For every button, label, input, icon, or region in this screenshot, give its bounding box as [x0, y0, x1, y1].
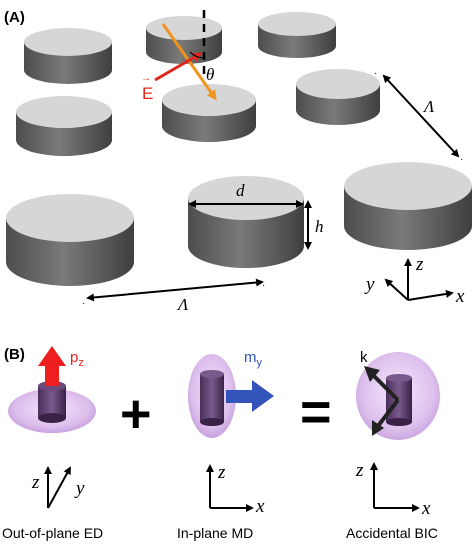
ed-axis-y-label: y	[74, 478, 85, 499]
axes-triad-md	[206, 464, 254, 512]
period-arrow-bottom	[86, 278, 264, 302]
angle-arc	[189, 51, 205, 59]
axes-triad-ed	[44, 466, 71, 509]
period-label-bottom: Λ	[176, 295, 189, 314]
ed-caption: Out-of-plane ED	[2, 525, 103, 541]
disk	[6, 194, 134, 286]
disk	[146, 16, 222, 64]
md-illustration	[188, 354, 274, 438]
bic-caption: Accidental BIC	[346, 525, 438, 541]
period-dot: ·	[262, 280, 265, 291]
angle-label: θ	[206, 65, 214, 84]
md-axis-z-label: z	[217, 462, 226, 483]
axis-y-label: y	[364, 274, 375, 295]
disk	[24, 28, 112, 84]
bic-wavevector-label: k	[360, 349, 368, 366]
disk	[258, 12, 336, 58]
disk	[344, 162, 472, 250]
field-vector-arrow-glyph: →	[141, 73, 151, 84]
bic-illustration	[356, 352, 440, 440]
disk	[296, 69, 380, 125]
panel-a-label: (A)	[4, 9, 25, 26]
period-label-top: Λ	[422, 97, 435, 116]
md-caption: In-plane MD	[177, 525, 253, 541]
md-axis-x-label: x	[255, 496, 265, 517]
axis-z-label: z	[415, 254, 424, 275]
period-dot: ·	[82, 298, 85, 309]
bic-axis-x-label: x	[421, 498, 431, 519]
disk	[188, 176, 304, 268]
ed-illustration	[8, 346, 96, 433]
ed-moment-label: pz	[70, 349, 84, 369]
height-label: h	[315, 217, 324, 236]
disk	[162, 84, 256, 142]
axes-triad-a	[384, 258, 454, 301]
ed-axis-z-label: z	[31, 472, 40, 493]
disk	[16, 96, 112, 156]
diameter-label: d	[236, 181, 245, 200]
axis-x-label: x	[455, 286, 465, 307]
plus-sign: +	[120, 384, 152, 444]
period-arrow-top	[382, 74, 460, 158]
md-moment-label: my	[244, 349, 263, 369]
electric-field-arrow	[154, 52, 203, 82]
period-dot: ·	[460, 154, 463, 165]
equals-sign: =	[300, 382, 332, 442]
axes-triad-bic	[370, 462, 420, 512]
panel-b-label: (B)	[4, 346, 25, 363]
period-dot: ·	[374, 68, 377, 79]
field-label: E	[142, 84, 153, 103]
bic-axis-z-label: z	[355, 460, 364, 481]
